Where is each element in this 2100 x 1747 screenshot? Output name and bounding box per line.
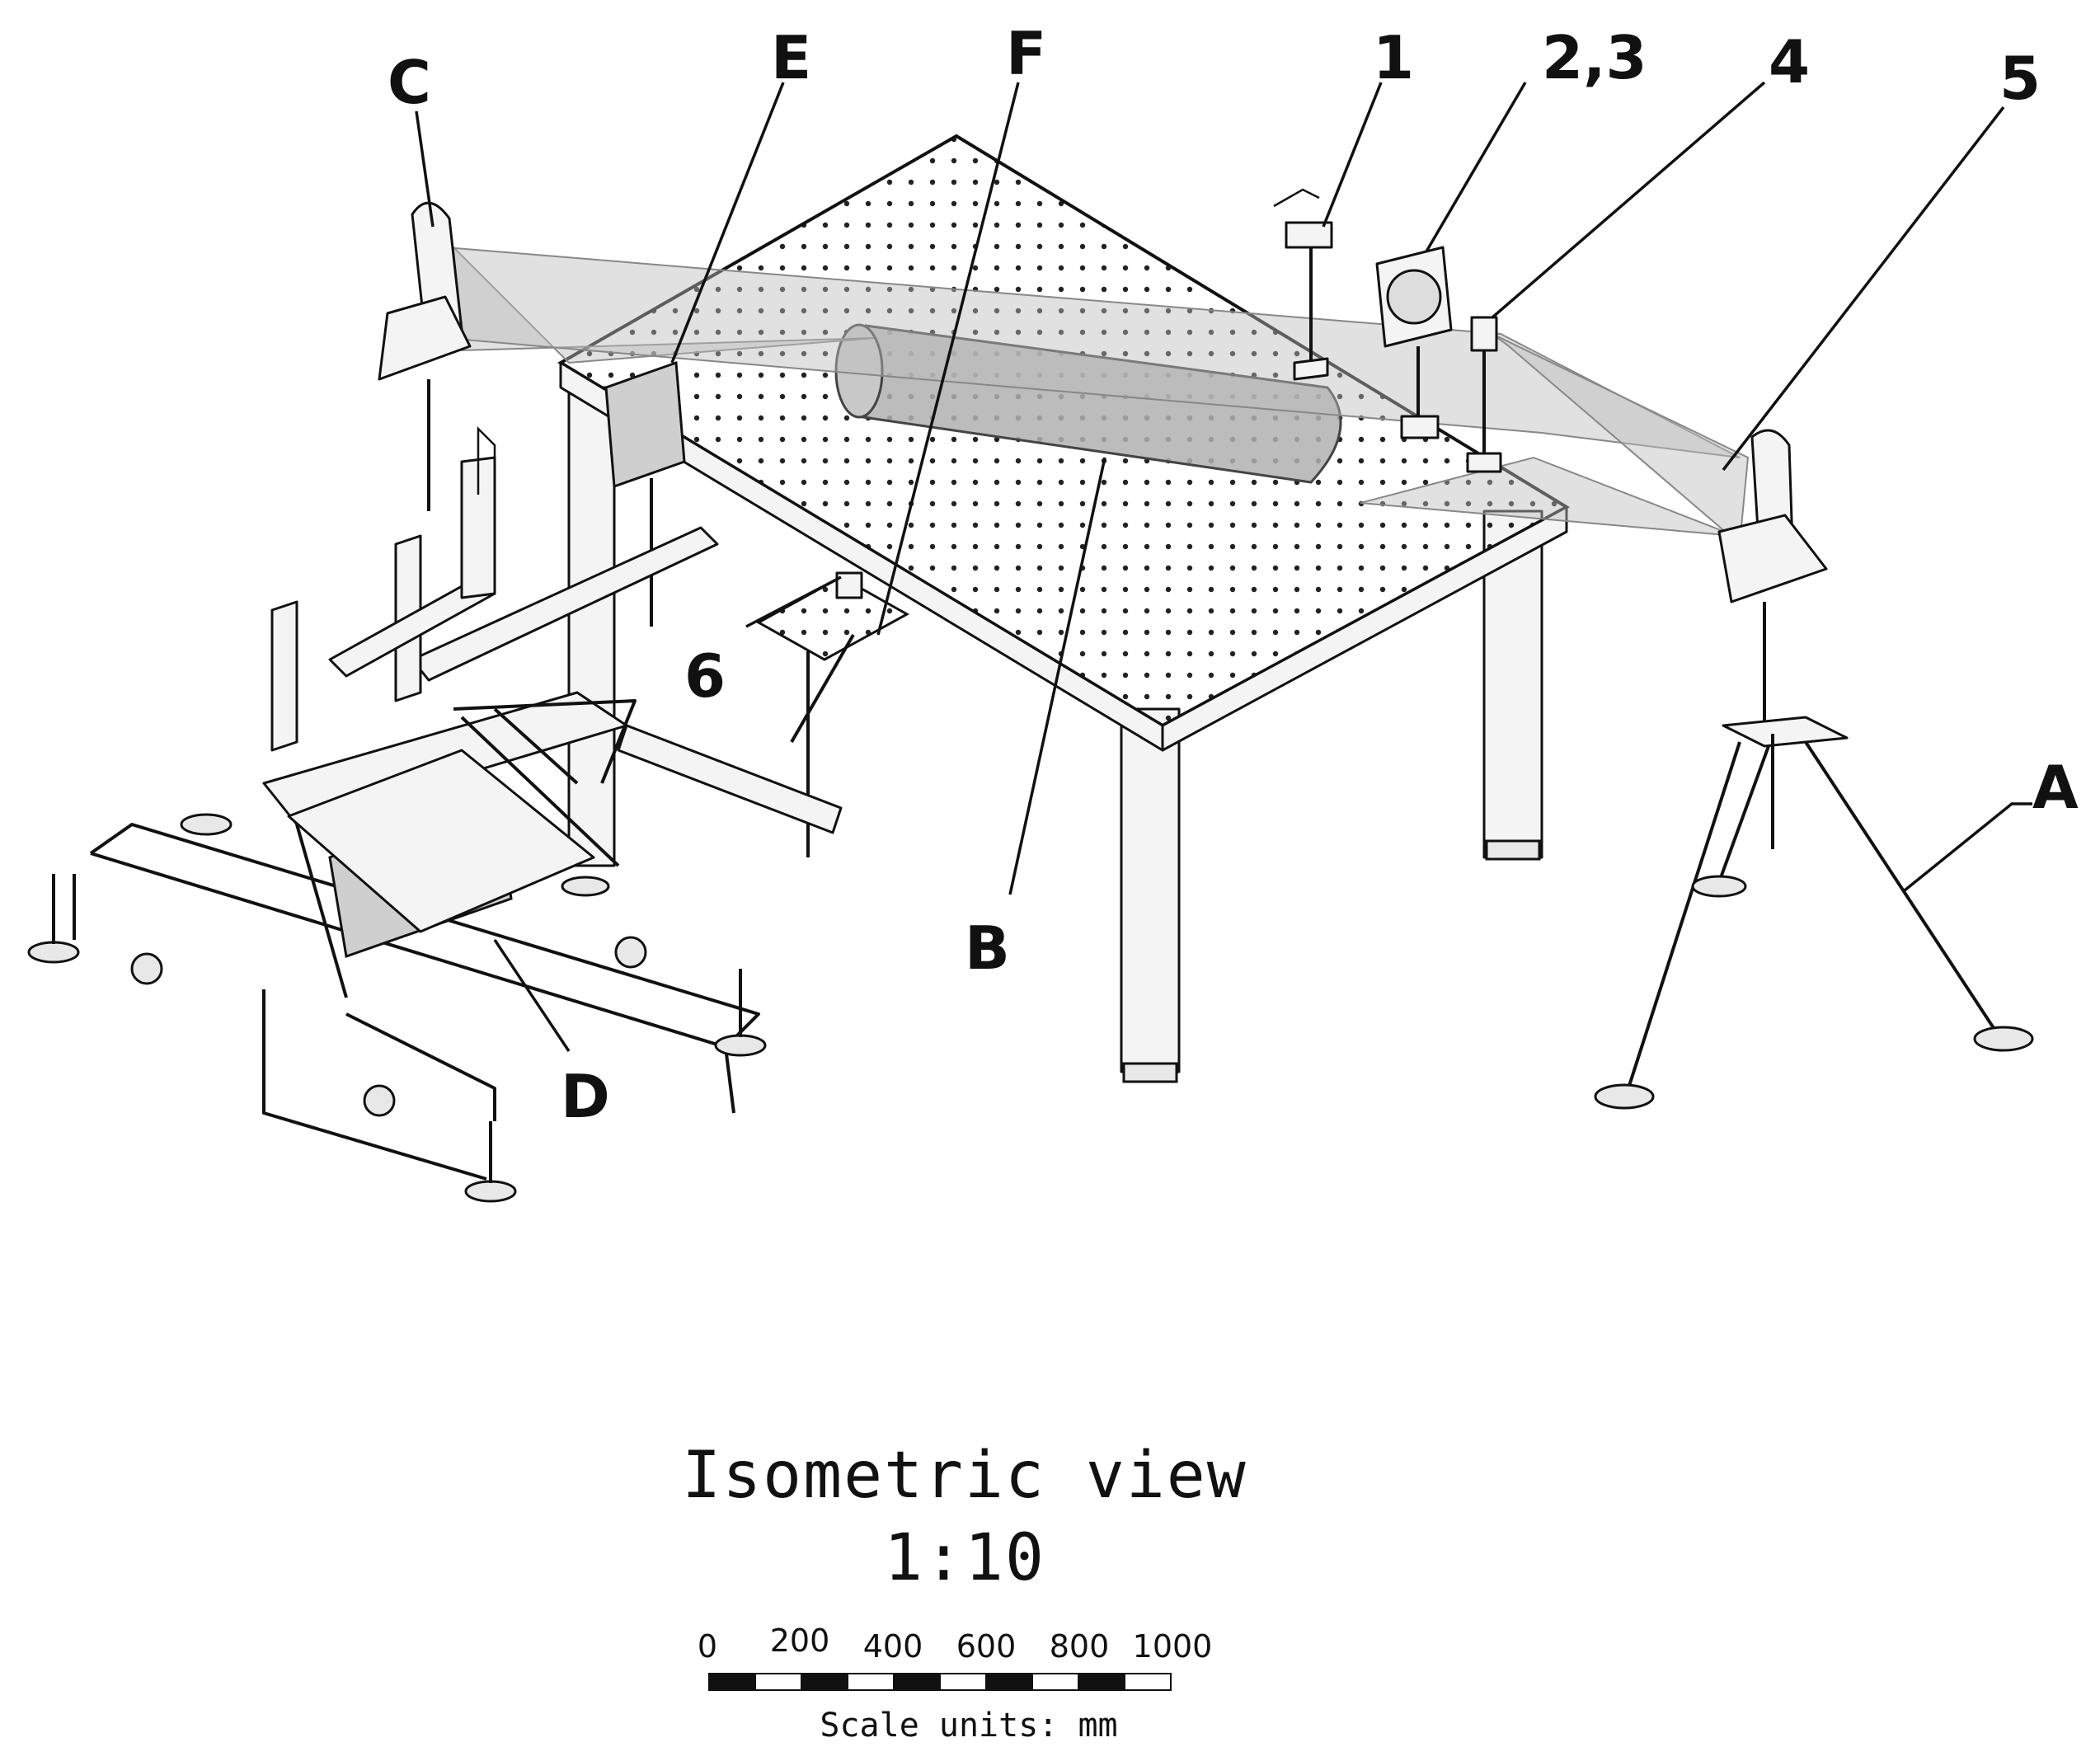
cart-foot-4 — [464, 1180, 517, 1203]
callout-4: 4 — [1769, 27, 1810, 96]
cart-wheel-1 — [130, 952, 163, 985]
mirror-5-mount — [1717, 514, 1828, 603]
scale-tick-800: 800 — [1050, 1628, 1110, 1665]
tripod-foot-3 — [1691, 875, 1747, 898]
leader-d — [493, 939, 571, 1052]
leader-a — [1903, 802, 2032, 892]
pinhole-mount-4 — [1466, 316, 1502, 473]
table-foot-right — [1485, 839, 1541, 861]
cart-wheel-3 — [363, 1084, 396, 1117]
leader-lines — [415, 81, 2032, 1052]
beam-paths — [444, 245, 1750, 547]
callout-5: 5 — [1999, 44, 2041, 113]
table-leg-left — [567, 386, 616, 867]
beam-lower — [1360, 456, 1736, 537]
detector-panel — [604, 360, 686, 489]
callout-2-3: 2,3 — [1542, 23, 1647, 92]
callout-e: E — [771, 23, 811, 92]
tripod-foot-1 — [1594, 1083, 1655, 1110]
gantry-column — [460, 456, 496, 599]
cart-foot-5 — [561, 876, 610, 897]
table-leg-front — [1120, 707, 1181, 1073]
table-foot-front — [1122, 1062, 1178, 1083]
cart-d — [27, 425, 843, 1203]
cart-arm — [411, 526, 719, 682]
side-platform-top — [755, 575, 910, 661]
scale-tick-0: 0 — [698, 1628, 717, 1665]
side-platform-6 — [755, 571, 910, 857]
leader-4 — [1491, 81, 1766, 319]
mirror-c-assembly — [378, 201, 472, 511]
cart-foot-2 — [180, 813, 233, 836]
pinhole-body — [1470, 316, 1498, 352]
leader-1 — [1322, 82, 1383, 228]
title-block: Isometric view 1:10 — [0, 1435, 1929, 1599]
leader-c — [415, 110, 435, 228]
lens-mount-2-3 — [1375, 246, 1453, 439]
callout-c: C — [388, 48, 431, 117]
table-edge-right — [1161, 505, 1568, 752]
mirror-c-mount — [378, 295, 472, 381]
scale-tick-600: 600 — [956, 1628, 1017, 1665]
scale-units-label: Scale units: mm — [820, 1707, 1118, 1745]
callout-labels: C E F 1 2,3 4 5 6 A B D — [388, 19, 2079, 1131]
leader-6 — [745, 575, 842, 628]
cart-wheel-2 — [614, 936, 647, 969]
leader-b — [1008, 457, 1106, 895]
gantry-upright-left — [270, 600, 298, 752]
tripod-head — [1722, 716, 1849, 748]
cart-foot-3 — [714, 1034, 767, 1057]
laser-source — [1273, 188, 1333, 381]
scale-bar-segments — [708, 1673, 1172, 1691]
leader-5 — [1722, 106, 2005, 472]
leader-e — [670, 82, 785, 364]
cart-shelf — [287, 749, 595, 933]
optical-table — [557, 134, 1571, 1083]
tripod-a — [1594, 716, 2034, 1110]
leader-f — [876, 82, 1020, 636]
view-title: Isometric view — [682, 1439, 1247, 1513]
mirror-5-assembly — [1717, 429, 1828, 726]
callout-b: B — [965, 913, 1010, 983]
scale-bar: 0 200 400 600 800 1000 — [698, 1623, 1213, 1691]
tripod-foot-2 — [1973, 1026, 2034, 1052]
callout-1: 1 — [1373, 23, 1414, 92]
leader-2-3 — [1425, 82, 1527, 252]
cart-foot-1 — [27, 941, 80, 964]
callout-a: A — [2032, 753, 2079, 822]
scale-tick-200: 200 — [770, 1623, 830, 1659]
scale-tick-1000: 1000 — [1133, 1628, 1213, 1665]
view-scale: 1:10 — [884, 1521, 1045, 1595]
callout-d: D — [561, 1062, 610, 1131]
detector-e — [604, 360, 686, 627]
scale-tick-400: 400 — [863, 1628, 923, 1665]
callout-6: 6 — [684, 641, 726, 711]
callout-f: F — [1006, 19, 1046, 88]
